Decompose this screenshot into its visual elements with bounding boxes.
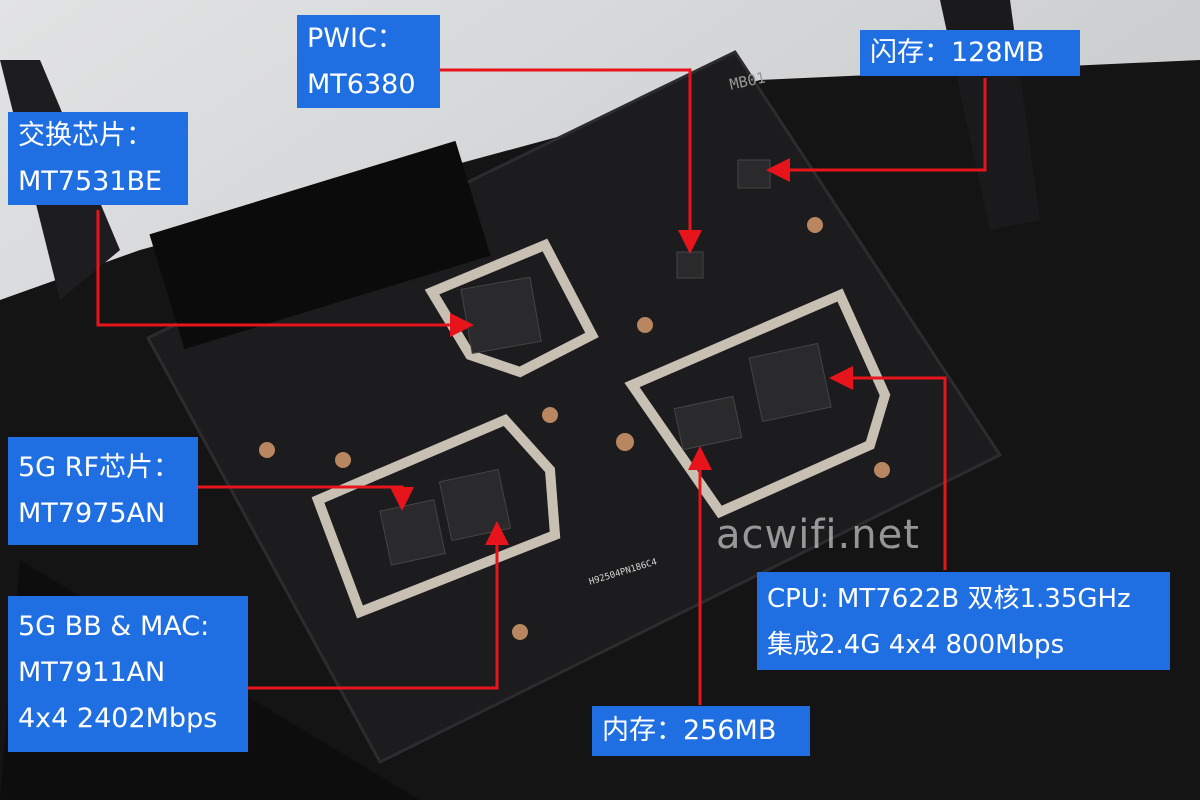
- label-line: MT6380: [307, 69, 416, 100]
- ethernet-ports: [149, 140, 491, 350]
- label-line: 5G BB & MAC:: [18, 611, 210, 642]
- rf-shield: [311, 238, 891, 619]
- label-switch: 交换芯片： MT7531BE: [8, 112, 188, 205]
- label-bb5g: 5G BB & MAC: MT7911AN 4x4 2402Mbps: [8, 596, 248, 752]
- watermark: acwifi.net: [716, 512, 920, 558]
- line-bb5g: [248, 521, 509, 690]
- mount-holes: [259, 217, 890, 640]
- pcb: [145, 50, 1003, 764]
- label-pwic: PWIC： MT6380: [297, 15, 440, 108]
- line-flash: [766, 78, 987, 182]
- line-pwic: [440, 68, 702, 254]
- line-cpu: [829, 366, 947, 570]
- label-line: 集成2.4G 4x4 800Mbps: [767, 630, 1065, 660]
- annotation-lines: [96, 68, 987, 705]
- label-line: MT7975AN: [18, 498, 166, 529]
- label-rf5g: 5G RF芯片： MT7975AN: [8, 437, 198, 545]
- line-switch: [96, 210, 474, 337]
- label-line: 闪存：128MB: [870, 37, 1045, 68]
- label-line: CPU: MT7622B 双核1.35GHz: [767, 584, 1131, 614]
- line-rf5g: [198, 485, 414, 511]
- label-ram: 内存：256MB: [592, 706, 810, 756]
- label-line: MT7911AN: [18, 657, 166, 688]
- label-line: MT7531BE: [18, 166, 163, 197]
- label-line: 交换芯片：: [18, 120, 153, 151]
- label-line: PWIC：: [307, 23, 404, 54]
- label-line: 5G RF芯片：: [18, 452, 180, 483]
- label-line: 内存：256MB: [602, 715, 777, 746]
- label-line: 4x4 2402Mbps: [18, 703, 218, 734]
- label-cpu: CPU: MT7622B 双核1.35GHz 集成2.4G 4x4 800Mbp…: [757, 572, 1170, 670]
- label-flash: 闪存：128MB: [860, 30, 1080, 76]
